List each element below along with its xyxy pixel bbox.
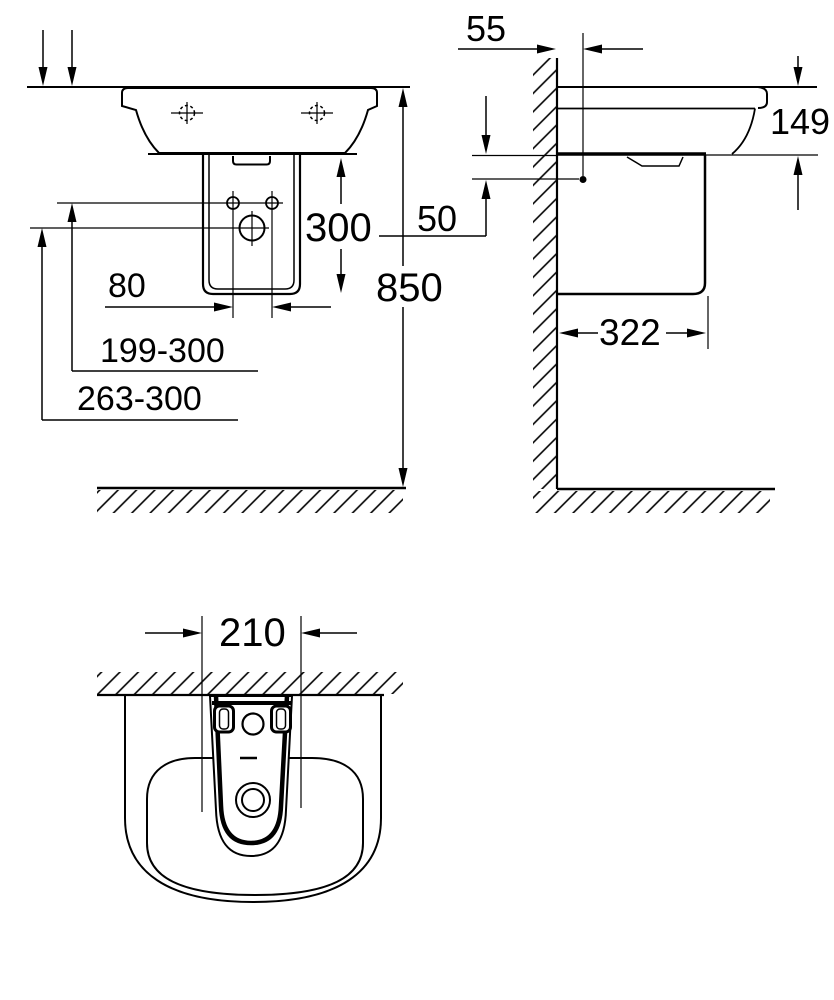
dim-rim-to-fixing-holes: 199-300	[67, 203, 258, 372]
bottom-view: 210	[97, 611, 403, 904]
side-rim-front-edge	[757, 86, 768, 109]
side-bowl-curve	[731, 108, 756, 155]
pedestal-hole-right	[265, 196, 279, 210]
overflow-hole	[241, 712, 265, 736]
side-wall-hatch	[533, 58, 557, 489]
dim-shroud-width: 210	[145, 611, 357, 655]
dim-label-210: 210	[219, 611, 286, 655]
plan-bowl-outline	[146, 757, 364, 897]
dim-label-80: 80	[108, 267, 146, 305]
front-floor-hatch	[97, 490, 403, 513]
fixing-hole-left-icon	[171, 102, 203, 124]
tap-center-point	[579, 176, 587, 183]
dim-pedestal-height: 300	[305, 158, 372, 293]
dim-label-199-300: 199-300	[100, 332, 225, 370]
dim-rim-to-tap-hole: 263-300	[37, 228, 238, 421]
plan-wall-hatch	[97, 672, 403, 694]
dim-label-149: 149	[770, 101, 830, 142]
shroud-outer-outline	[208, 695, 294, 858]
dim-pedestal-depth: 322	[559, 296, 709, 353]
drain-hole	[235, 782, 271, 818]
pedestal-side-outline	[557, 155, 707, 296]
side-notch-profile	[626, 156, 684, 167]
plan-basin-silhouette	[124, 696, 382, 904]
fixing-hole-right-icon	[301, 102, 333, 124]
front-view: 80 199-300 263-300 300	[27, 30, 443, 513]
down-arrow-right	[67, 30, 77, 86]
pedestal-hole-left	[226, 196, 240, 210]
pedestal-front-outline	[201, 155, 302, 296]
dim-bottom-to-tap: 50	[379, 96, 579, 239]
basin-front-outline	[121, 87, 378, 154]
pedestal-front-inner-line	[208, 155, 295, 290]
dim-label-50: 50	[417, 198, 457, 239]
down-arrow-left	[38, 30, 48, 86]
dim-hole-spacing: 80	[105, 267, 331, 312]
side-view: 55 149	[379, 8, 830, 513]
dim-label-55: 55	[466, 8, 506, 49]
fixing-bolt-left	[213, 704, 235, 734]
dim-label-263-300: 263-300	[77, 380, 202, 418]
shroud-inner-outline	[213, 695, 290, 846]
pedestal-top-notch	[232, 156, 271, 166]
dim-rim-height: 850	[376, 88, 443, 487]
dim-rim-to-bottom: 149	[770, 56, 830, 210]
fixing-bolt-right	[270, 704, 292, 734]
dim-label-300: 300	[305, 206, 372, 250]
dim-label-850: 850	[376, 266, 443, 310]
side-floor-hatch	[533, 491, 770, 513]
tap-hole	[238, 214, 266, 242]
dim-wall-to-tap: 55	[458, 8, 643, 54]
dim-label-322: 322	[599, 312, 661, 353]
